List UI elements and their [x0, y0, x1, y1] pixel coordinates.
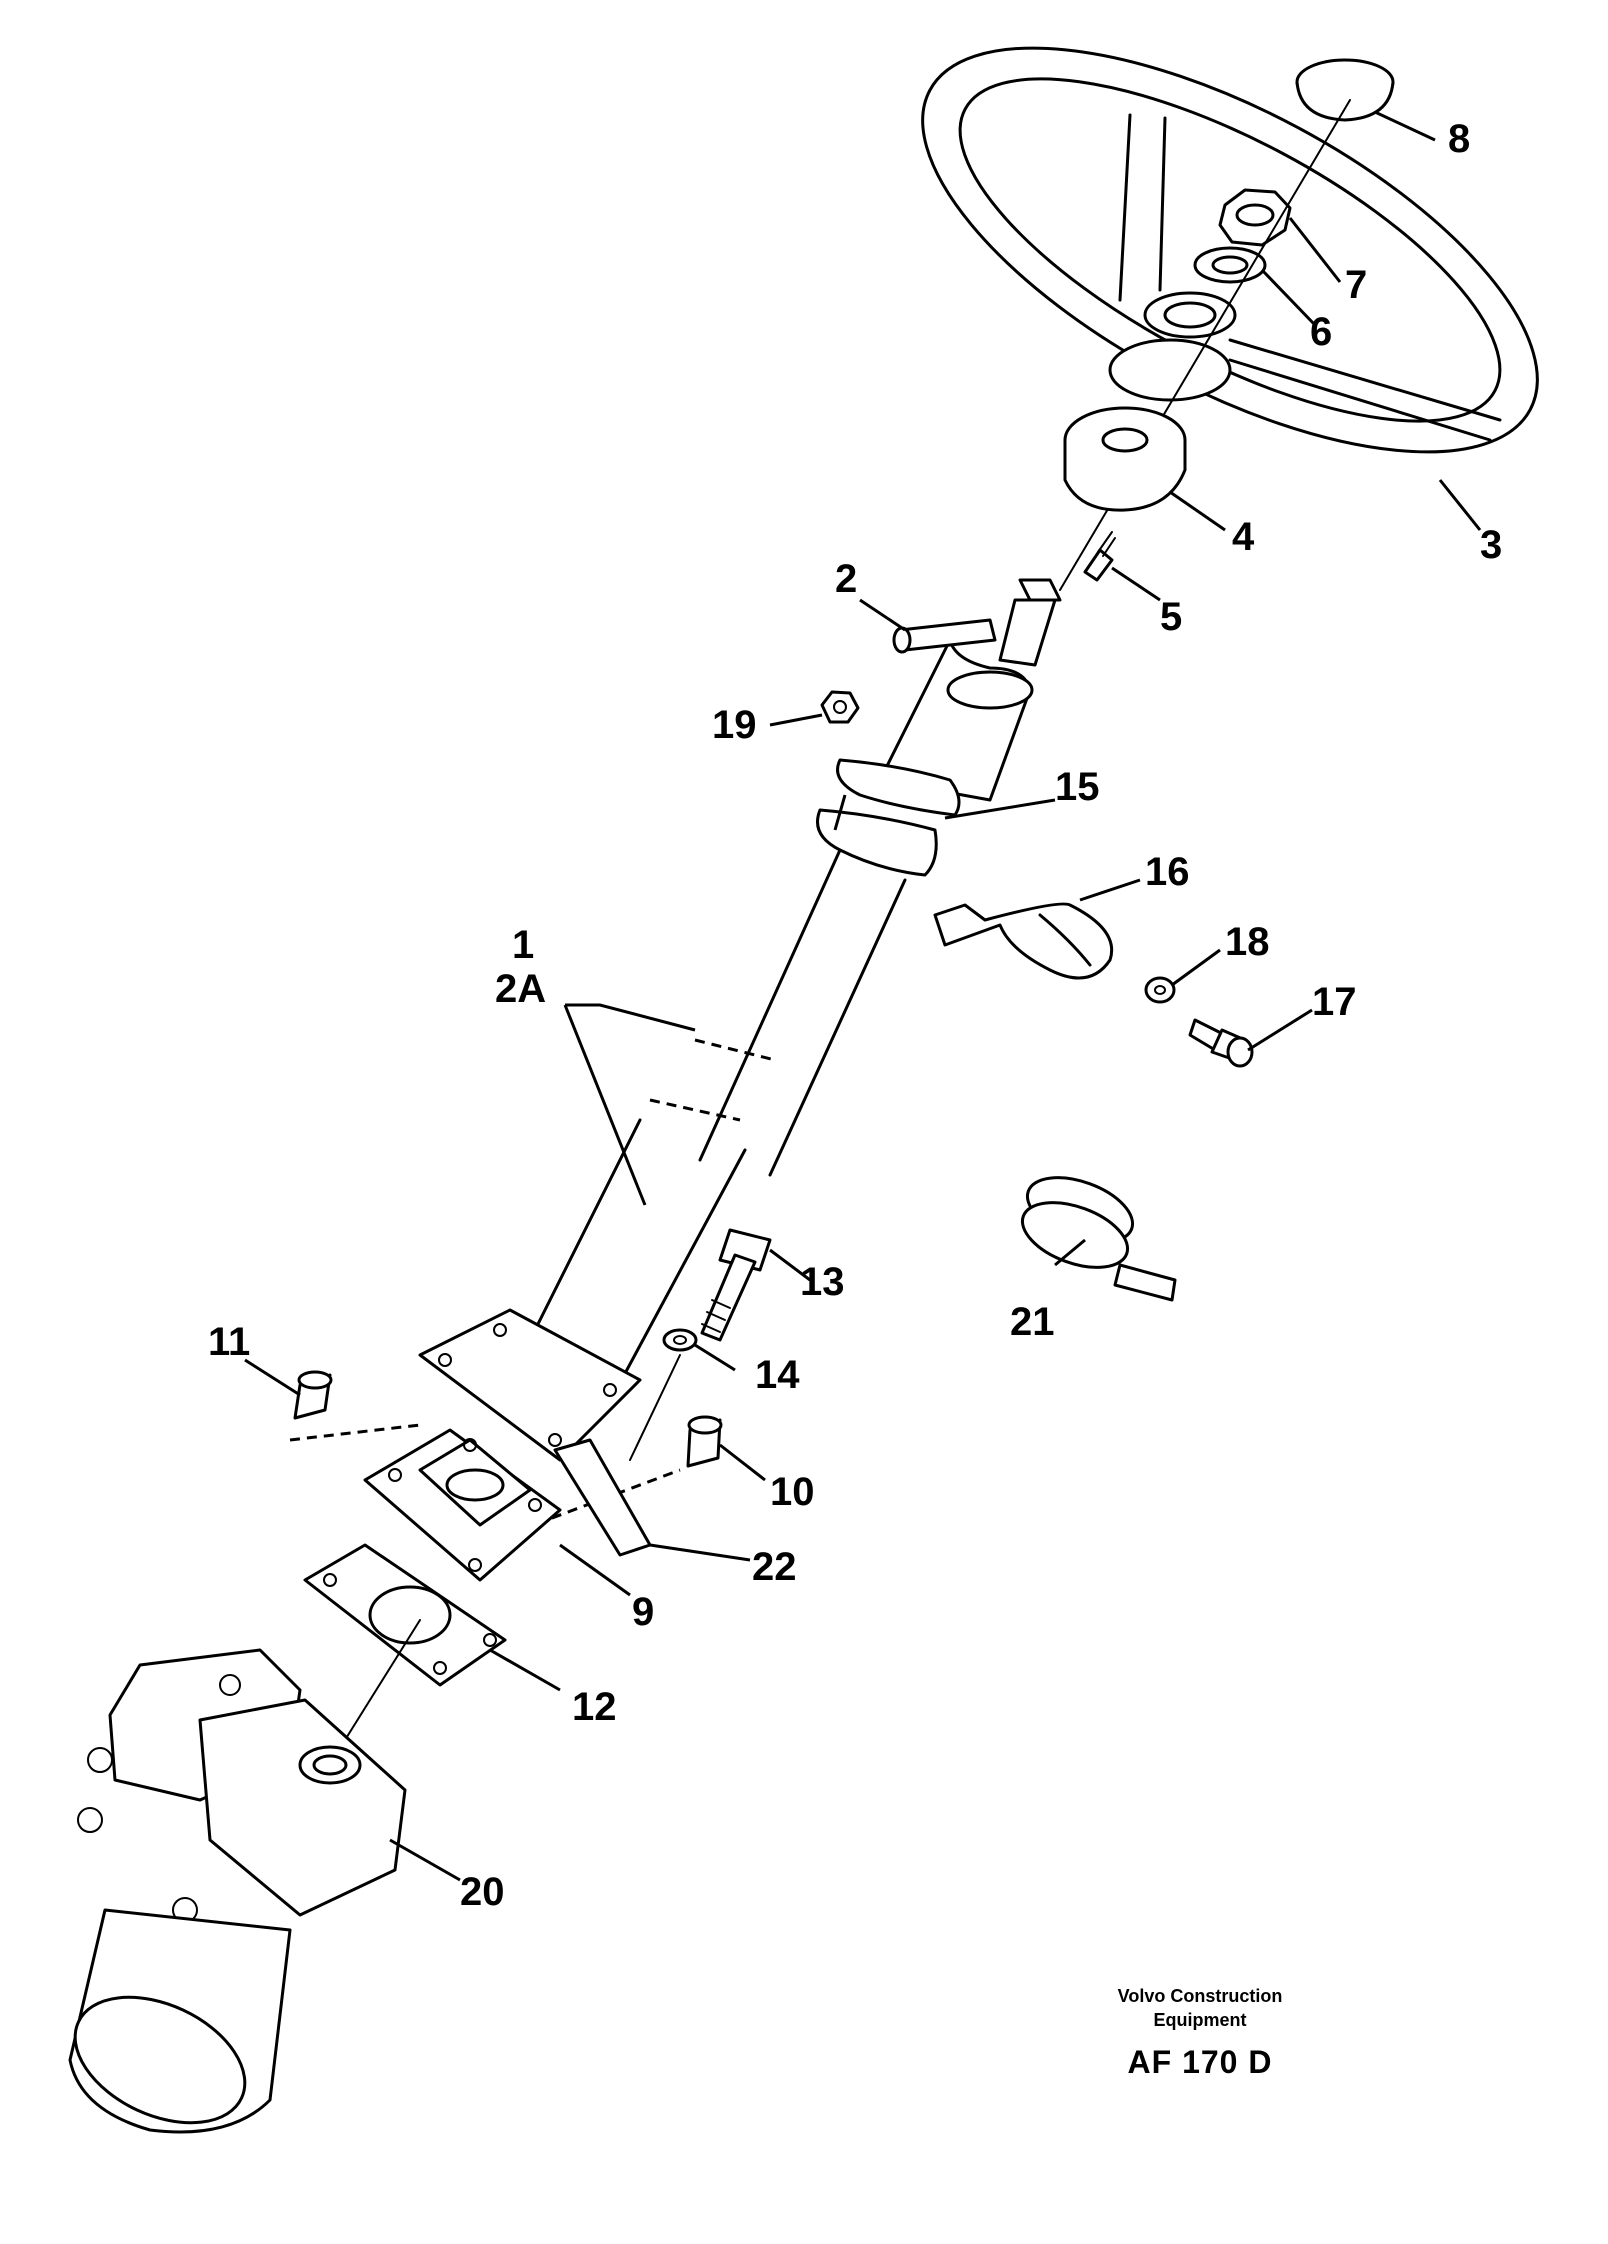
washer-18 — [1144, 976, 1176, 1004]
bracket — [933, 902, 1114, 980]
callout-2a: 2A — [495, 967, 546, 1011]
callout-10: 10 — [770, 1470, 815, 1514]
washer — [1193, 246, 1267, 284]
steering-column-tube — [418, 578, 1062, 1462]
callout-4: 4 — [1232, 515, 1255, 559]
screw — [1083, 531, 1116, 582]
callout-15: 15 — [1055, 765, 1100, 809]
callout-5: 5 — [1160, 595, 1182, 639]
nut-19 — [820, 690, 860, 724]
callout-21: 21 — [1010, 1300, 1055, 1344]
callout-19: 19 — [712, 703, 757, 747]
callout-16: 16 — [1145, 850, 1190, 894]
callout-1: 1 — [512, 923, 534, 967]
sleeve-10 — [686, 1415, 723, 1468]
footer-company-line-1: Volvo Construction — [1117, 1986, 1283, 2006]
callout-13: 13 — [800, 1260, 845, 1304]
steering-valve-unit — [68, 1648, 407, 2134]
callout-2: 2 — [835, 557, 857, 601]
callout-8: 8 — [1448, 117, 1470, 161]
callout-22: 22 — [752, 1545, 797, 1589]
callout-17: 17 — [1312, 980, 1357, 1024]
gasket — [303, 1543, 507, 1687]
footer-drawing-code: AF 170 D — [1127, 2044, 1273, 2080]
callout-12: 12 — [572, 1685, 617, 1729]
callout-9: 9 — [632, 1590, 654, 1634]
sleeve-11 — [293, 1370, 333, 1420]
shaft-22 — [553, 1438, 652, 1557]
bolt-13 — [700, 1228, 772, 1342]
footer-company-line-2: Equipment — [1153, 2010, 1247, 2030]
callout-6: 6 — [1310, 310, 1332, 354]
washer-14 — [662, 1328, 698, 1352]
screw-17 — [1188, 1018, 1254, 1068]
callout-18: 18 — [1225, 920, 1270, 964]
callout-7: 7 — [1345, 263, 1367, 307]
pin — [892, 618, 997, 654]
leader-lines — [244, 110, 1482, 1882]
callout-20: 20 — [460, 1870, 505, 1914]
hose-clamp — [1020, 1176, 1177, 1302]
callout-11: 11 — [208, 1320, 250, 1364]
horn-cap — [1295, 58, 1395, 122]
callout-3: 3 — [1480, 523, 1502, 567]
hub — [1063, 406, 1187, 512]
adapter-plate — [363, 1428, 562, 1582]
callout-14: 14 — [755, 1353, 800, 1397]
